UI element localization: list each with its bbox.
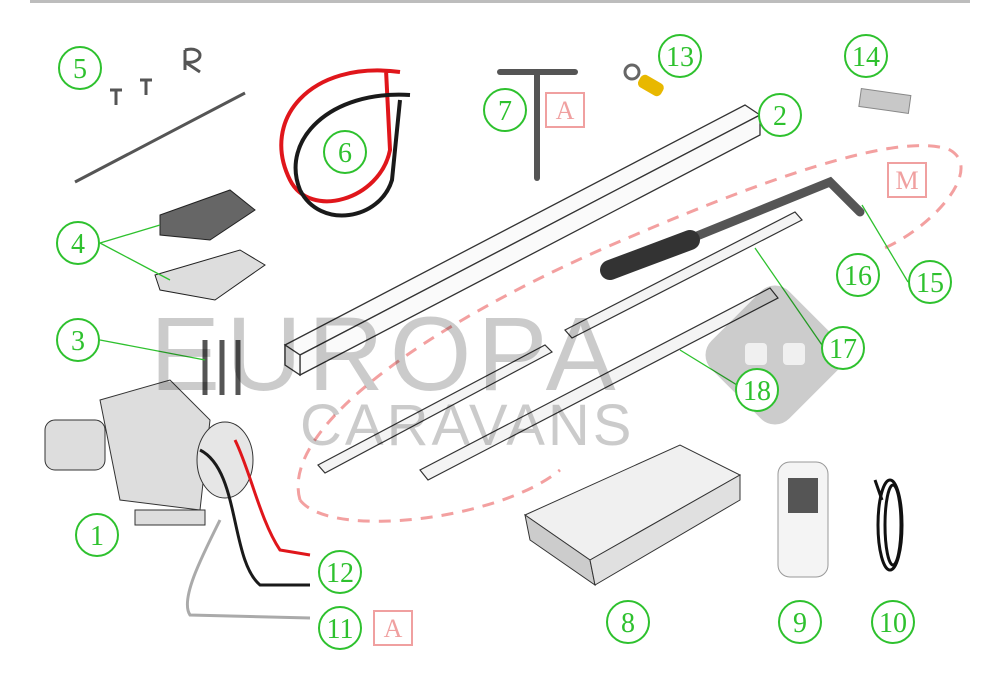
part-sleeve: [858, 88, 912, 114]
callout-circle: [318, 606, 362, 650]
top-divider: [30, 0, 970, 3]
boxed-label-a1: A: [545, 92, 585, 128]
callout-8: 8: [606, 600, 650, 644]
part-motor: [44, 379, 254, 526]
callout-15: 15: [908, 260, 952, 304]
boxed-label-a2: A: [373, 610, 413, 646]
callout-circle: [871, 600, 915, 644]
callout-circle: [606, 600, 650, 644]
callout-4: 4: [56, 221, 100, 265]
label-box: [887, 162, 927, 198]
part-motor-wires: [185, 439, 311, 620]
callout-circle: [735, 368, 779, 412]
part-brackets: [154, 189, 266, 301]
part-ring-terminal: [623, 63, 664, 97]
callout-circle: [318, 550, 362, 594]
callout-number: 8: [621, 608, 635, 639]
callout-circle: [908, 260, 952, 304]
motion-path-dashed: [296, 144, 963, 501]
callout-5: 5: [58, 46, 102, 90]
callout-7: 7: [483, 88, 527, 132]
part-screws-and-tie: [74, 47, 246, 184]
callout-13: 13: [658, 34, 702, 78]
callout-circle: [658, 34, 702, 78]
callout-circle: [75, 513, 119, 557]
part-cable-coil: [873, 478, 904, 572]
callout-number: 13: [666, 42, 694, 73]
callout-11: 11: [318, 606, 362, 650]
callout-3: 3: [56, 318, 100, 362]
callout-circle: [778, 600, 822, 644]
callout-circle: [836, 253, 880, 297]
callout-number: 1: [90, 521, 104, 552]
callout-circle: [58, 46, 102, 90]
callout-number: 14: [852, 42, 880, 73]
callout-circle: [758, 93, 802, 137]
callout-number: 15: [916, 268, 944, 299]
callout-16: 16: [836, 253, 880, 297]
callout-number: 16: [844, 261, 872, 292]
callout-circle: [56, 318, 100, 362]
part-control-box: [523, 444, 742, 587]
label-letter: A: [556, 96, 575, 125]
callout-18: 18: [735, 368, 779, 412]
callout-number: 17: [829, 334, 857, 365]
callout-number: 4: [71, 229, 85, 260]
callout-17: 17: [821, 326, 865, 370]
label-box: [373, 610, 413, 646]
motion-path-dashed: [298, 468, 561, 523]
watermark-logo: EUROPA CARAVANS: [150, 285, 845, 458]
callout-circle: [323, 130, 367, 174]
part-rails: [317, 211, 803, 481]
watermark-line1: EUROPA: [150, 296, 622, 413]
label-letter: M: [895, 166, 918, 195]
callout-circle: [844, 34, 888, 78]
label-letter: A: [384, 614, 403, 643]
callout-10: 10: [871, 600, 915, 644]
part-t-wrench: [497, 69, 578, 181]
callout-number: 11: [327, 614, 354, 645]
callout-14: 14: [844, 34, 888, 78]
callout-number: 12: [326, 558, 354, 589]
callout-number: 5: [73, 54, 87, 85]
callout-number: 9: [793, 608, 807, 639]
part-cables: [279, 68, 411, 218]
callout-number: 7: [498, 96, 512, 127]
callout-9: 9: [778, 600, 822, 644]
callout-2: 2: [758, 93, 802, 137]
callout-number: 3: [71, 326, 85, 357]
callout-number: 10: [879, 608, 907, 639]
callout-circle: [56, 221, 100, 265]
callout-number: 2: [773, 101, 787, 132]
boxed-label-m: M: [887, 162, 927, 198]
callout-1: 1: [75, 513, 119, 557]
leader-lines: [99, 204, 909, 386]
label-box: [545, 92, 585, 128]
callout-circle: [821, 326, 865, 370]
callout-6: 6: [323, 130, 367, 174]
callout-12: 12: [318, 550, 362, 594]
part-crank-handle: [600, 176, 865, 280]
callout-circle: [483, 88, 527, 132]
callout-number: 18: [743, 376, 771, 407]
callout-number: 6: [338, 138, 352, 169]
part-remote: [777, 461, 829, 578]
watermark-line2: CARAVANS: [300, 393, 634, 458]
part-square-tube: [283, 104, 762, 377]
part-u-bolts: [202, 340, 241, 395]
